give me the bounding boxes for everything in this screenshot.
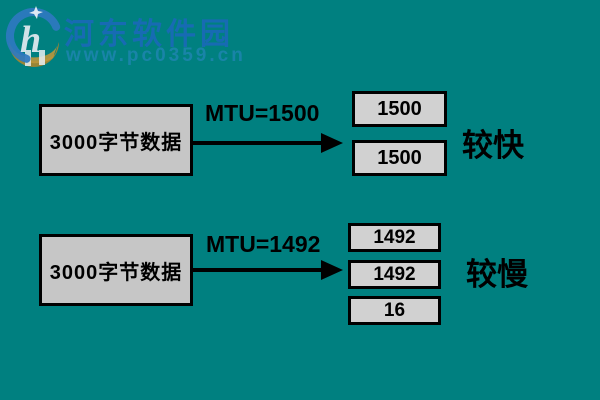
site-logo-icon: h bbox=[6, 6, 62, 67]
fragment-box-row1-1: 1500 bbox=[352, 91, 447, 127]
source-data-box-row1: 3000字节数据 bbox=[39, 104, 193, 176]
svg-text:h: h bbox=[20, 19, 41, 61]
arrow-line-row2 bbox=[193, 268, 325, 272]
mtu-label-row1: MTU=1500 bbox=[205, 100, 320, 126]
arrow-head-icon-row1 bbox=[321, 133, 343, 153]
mtu-label-row2: MTU=1492 bbox=[206, 231, 321, 257]
fragment-box-row1-2: 1500 bbox=[352, 140, 447, 176]
arrow-head-icon-row2 bbox=[321, 260, 343, 280]
speed-label-row1: 较快 bbox=[462, 128, 524, 163]
fragment-box-row2-2: 1492 bbox=[348, 260, 441, 289]
arrow-line-row1 bbox=[193, 141, 325, 145]
fragment-box-row2-3: 16 bbox=[348, 296, 441, 325]
watermark-site-url: www.pc0359.cn bbox=[66, 45, 246, 66]
speed-label-row2: 较慢 bbox=[466, 257, 528, 292]
fragment-box-row2-1: 1492 bbox=[348, 223, 441, 252]
watermark-site-name: 河东软件园 bbox=[64, 18, 234, 51]
source-data-box-row2: 3000字节数据 bbox=[39, 234, 193, 306]
